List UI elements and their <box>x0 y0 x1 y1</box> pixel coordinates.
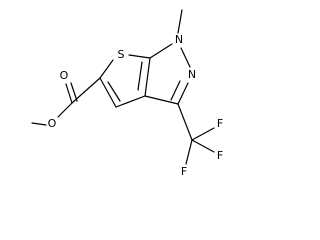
bond-group <box>31 9 215 165</box>
bond-ccf3-f2 <box>191 139 215 153</box>
atom-label-fluorine-3: F <box>181 165 187 178</box>
bond-ccf3-f3 <box>185 139 193 165</box>
bond-n2-c3-inner <box>170 80 181 101</box>
bond-ccarbonyl-ocarbonyl-inner <box>70 82 78 102</box>
bond-ccarbonyl-oester <box>57 102 73 118</box>
atom-label-oxygen-ester: O <box>48 117 57 130</box>
bond-c4-c3a <box>115 95 146 108</box>
bond-c7a-s1 <box>128 54 151 59</box>
bond-n1-n2 <box>180 47 191 68</box>
atom-label-fluorine-1: F <box>217 117 223 130</box>
atom-label-sulfur: S <box>118 48 125 61</box>
bond-c3a-c7a-inner <box>137 61 143 91</box>
bond-c5-c4-inner <box>107 81 121 102</box>
atom-label-nitrogen-2: N <box>188 68 196 81</box>
atom-label-fluorine-2: F <box>217 149 223 162</box>
bond-oester-methyl <box>31 122 47 126</box>
bond-n2-c3 <box>177 82 189 105</box>
bond-n1-c7a <box>149 43 173 59</box>
bond-c3-c3a <box>144 95 179 105</box>
bond-ccarbonyl-ocarbonyl <box>65 83 73 104</box>
bond-c3-ccf3 <box>177 103 193 141</box>
structure-canvas: S N N O O F F F <box>31 9 224 178</box>
bond-methyl-n1 <box>177 9 183 34</box>
atom-label-group: S N N O O F F F <box>48 33 224 178</box>
atom-label-nitrogen-1: N <box>175 33 183 46</box>
bond-c3a-c7a <box>144 57 151 97</box>
bond-ccf3-f1 <box>191 127 215 141</box>
bond-s1-c5 <box>99 59 114 79</box>
atom-label-oxygen-carbonyl: O <box>60 69 69 82</box>
bond-c5-c4 <box>99 77 117 108</box>
molecule-svg: S N N O O F F F <box>31 9 224 178</box>
